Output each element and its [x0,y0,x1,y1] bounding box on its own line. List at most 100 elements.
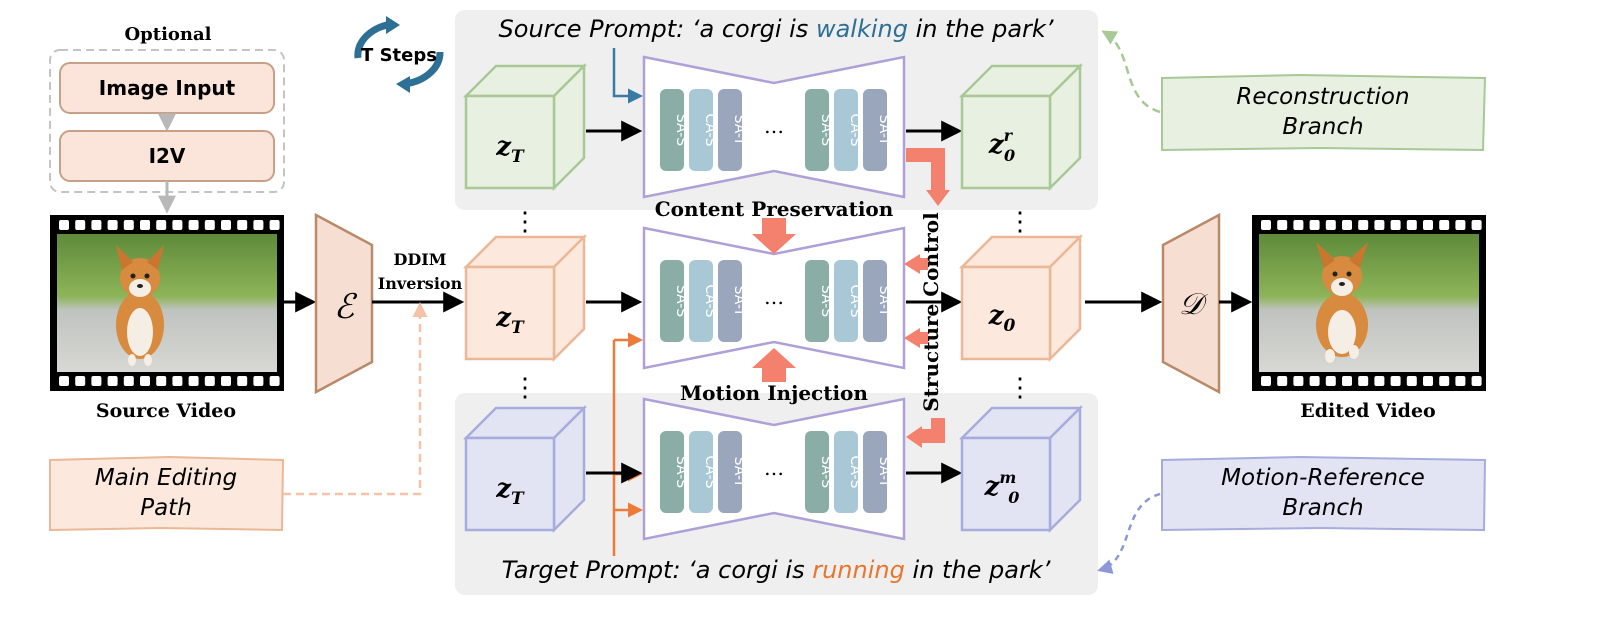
target-prompt-suffix: in the park’ [905,556,1051,584]
i2v-label: I2V [149,144,186,168]
film-sprocket [156,220,167,230]
unet-ellipsis: … [764,285,784,309]
film-sprocket [204,220,215,230]
film-sprocket [1358,220,1369,230]
film-sprocket [1455,220,1466,230]
film-sprocket [172,220,183,230]
legend-main-editing-line2: Path [140,495,192,521]
unet-block-sa-s: SA-S [805,260,834,342]
film-sprocket [123,220,134,230]
legend-motion-reference-line1: Motion-Reference [1221,465,1425,491]
film-sprocket [253,220,264,230]
latent-cube-zT-recon [462,62,588,192]
source-prompt-suffix: in the park’ [908,15,1054,43]
motion-reference-pointer-arrow [1097,492,1161,574]
film-sprocket [140,220,150,230]
source-prompt-highlight: walking [816,15,908,43]
unet-block-ca-s: CA-S [834,431,863,513]
legend-motion-reference-branch: Motion-Reference Branch [1161,455,1487,532]
unet-block-label: SA-T [731,286,747,317]
latent-label-zT-main: zT [495,303,525,338]
content-preservation-label: Content Preservation [655,197,894,221]
film-sprocket [1342,220,1352,230]
film-sprocket [269,220,280,230]
unet-block-sa-s: SA-S [660,260,689,342]
t-steps-cycle-icon [354,16,444,93]
film-sprocket [1471,376,1482,386]
unet-block-sa-t: SA-T [718,260,747,342]
unet-block-label: SA-S [818,114,834,146]
source-prompt: Source Prompt: ‘a corgi is walking in th… [499,15,1054,43]
corgi-image [116,245,164,366]
main-editing-pointer-arrow [283,302,428,496]
film-sprocket [1325,220,1336,230]
film-sprocket [269,376,280,386]
film-sprocket [1293,376,1304,386]
film-sprocket [59,376,69,386]
unet-block-label: SA-T [731,457,747,488]
unet-block-sa-s: SA-S [660,89,689,171]
film-sprocket [1261,376,1271,386]
film-sprocket [1358,376,1369,386]
latent-label-z0-main: z0 [988,301,1016,336]
film-sprocket [172,376,183,386]
latent-cube-zT-motion [462,404,588,534]
film-sprocket [107,376,118,386]
film-sprocket [1423,376,1433,386]
unet-block-ca-s: CA-S [689,431,718,513]
legend-motion-reference-line2: Branch [1282,495,1363,521]
unet-block-sa-s: SA-S [805,431,834,513]
film-sprocket [91,376,102,386]
ddim-label-line2: Inversion [378,274,463,293]
unet-ellipsis: … [764,114,784,138]
latent-cube-z0-recon [958,62,1084,192]
unet-block-label: CA-S [847,114,863,147]
film-sprocket [1471,220,1482,230]
latent-cube-z0-motion [958,404,1084,534]
latent-cube-zT-main [462,233,588,363]
unet-block-label: SA-S [673,285,689,317]
film-sprocket [140,376,150,386]
content-preservation-arrow [752,218,796,254]
film-sprocket [1439,376,1450,386]
unet-block-label: SA-T [876,457,892,488]
film-sprocket [1455,376,1466,386]
unet-block-label: SA-S [818,456,834,488]
unet-block-label: CA-S [702,285,718,318]
unet-block-ca-s: CA-S [834,89,863,171]
source-prompt-arrow [612,48,643,104]
film-sprocket [156,376,167,386]
film-sprocket [75,220,86,230]
vdots-right-bottom: ⋮ [1007,373,1033,403]
image-input-label: Image Input [99,76,236,100]
film-sprocket [1293,220,1304,230]
film-sprocket [75,376,86,386]
legend-main-editing-line1: Main Editing [95,465,237,491]
vdots-right-top: ⋮ [1007,207,1033,237]
target-prompt-highlight: running [812,556,905,584]
unet-block-ca-s: CA-S [689,89,718,171]
legend-main-editing-path: Main Editing Path [49,455,285,532]
film-sprocket [1342,376,1352,386]
unet-block-ca-s: CA-S [834,260,863,342]
film-sprocket [188,376,199,386]
film-sprocket [1277,376,1288,386]
unet-block-sa-t: SA-T [863,89,892,171]
film-sprocket [253,376,264,386]
unet-block-label: SA-S [673,114,689,146]
edited-video-thumbnail [1252,215,1486,391]
film-sprocket [1261,220,1271,230]
source-video-label: Source Video [96,400,236,422]
unet-block-label: SA-S [673,456,689,488]
corgi-running-image [1316,242,1368,363]
reconstruction-pointer-arrow [1101,30,1161,114]
unet-block-sa-t: SA-T [718,431,747,513]
encoder-symbol: ℰ [334,287,358,327]
motion-injection-arrow [752,348,796,382]
legend-reconstruction-line2: Branch [1282,114,1363,140]
unet-block-label: SA-T [876,115,892,146]
